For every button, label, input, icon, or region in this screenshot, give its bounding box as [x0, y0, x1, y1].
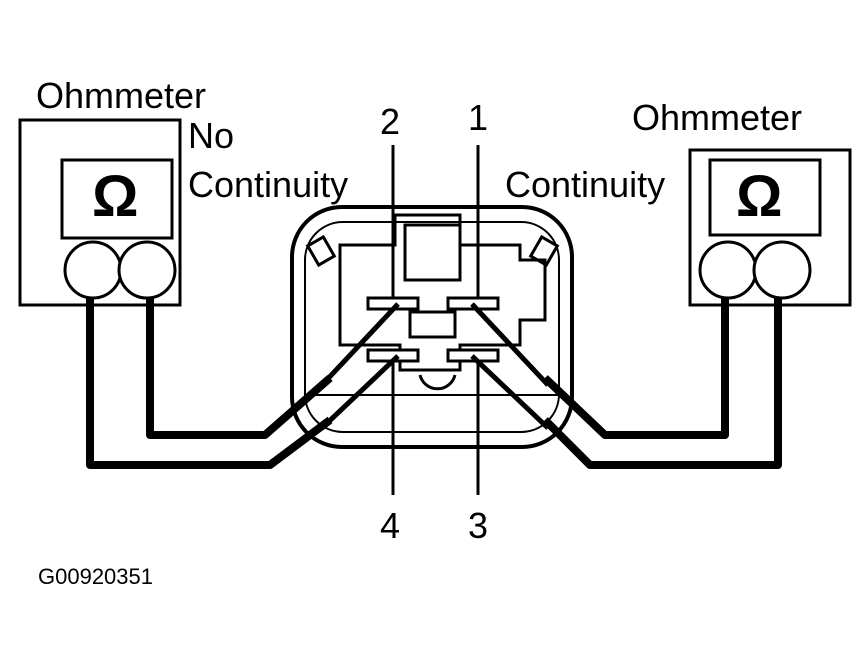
- terminal-label-2: 2: [380, 101, 401, 142]
- terminal-label-3: 3: [468, 505, 489, 546]
- left-ohmmeter: [18, 118, 182, 307]
- left-probes: [320, 302, 400, 430]
- left-ohmmeter-label: Ohmmeter: [36, 75, 207, 116]
- right-probes: [470, 302, 550, 430]
- right-ohm-symbol: Ω: [736, 164, 783, 229]
- left-ohm-symbol: Ω: [92, 164, 139, 229]
- right-test-leads: [542, 298, 782, 469]
- right-ohmmeter-label: Ohmmeter: [632, 97, 803, 138]
- terminal-leader-lines: [391, 145, 480, 495]
- right-ohmmeter: [688, 148, 852, 307]
- no-continuity-label-line1: No: [188, 115, 235, 156]
- continuity-label: Continuity: [505, 164, 666, 205]
- left-test-leads: [86, 298, 333, 469]
- figure-code: G00920351: [38, 564, 153, 589]
- no-continuity-label-line2: Continuity: [188, 164, 349, 205]
- terminal-label-4: 4: [380, 505, 401, 546]
- terminal-label-1: 1: [468, 97, 489, 138]
